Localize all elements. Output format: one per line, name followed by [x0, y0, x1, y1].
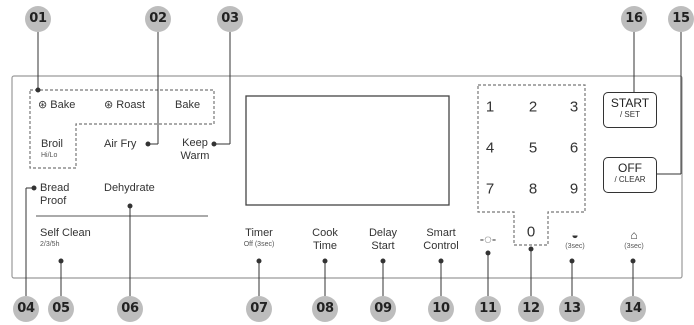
- wifi-icon: ◒: [571, 228, 579, 242]
- air-fry-key[interactable]: Air Fry: [104, 138, 137, 150]
- keep-warm-line2: Warm: [180, 150, 210, 162]
- cook-time-key[interactable]: Cook Time: [312, 227, 338, 253]
- keypad-group-outline: [477, 84, 586, 246]
- callout-05: 05: [48, 296, 74, 322]
- smart-control-line1: Smart: [426, 227, 456, 239]
- self-clean-key[interactable]: Self Clean 2/3/5h: [40, 227, 91, 249]
- smart-control-key[interactable]: Smart Control: [423, 227, 458, 253]
- keypad-1[interactable]: 1: [485, 98, 495, 116]
- clear-label: / CLEAR: [614, 175, 646, 184]
- delay-start-key[interactable]: Delay Start: [369, 227, 397, 253]
- conv-roast-label: Roast: [116, 99, 146, 111]
- smart-control-line2: Control: [423, 240, 459, 252]
- broil-key[interactable]: Broil Hi/Lo: [41, 138, 63, 160]
- off-label: OFF: [618, 161, 642, 175]
- set-label: / SET: [619, 110, 640, 119]
- cook-time-line1: Cook: [312, 227, 338, 239]
- callout-12: 12: [518, 296, 544, 322]
- lock-key[interactable]: ⌂ (3sec): [624, 229, 643, 251]
- keypad-7[interactable]: 7: [485, 180, 495, 198]
- bread-proof-line2: Proof: [40, 195, 67, 207]
- keypad-4[interactable]: 4: [485, 139, 495, 157]
- timer-label: Timer: [245, 227, 273, 239]
- lock-sub: (3sec): [624, 243, 644, 250]
- display-window: [245, 95, 450, 206]
- conv-roast-key[interactable]: ⊛ Roast: [104, 99, 145, 112]
- callout-10: 10: [428, 296, 454, 322]
- keypad-6[interactable]: 6: [569, 139, 579, 157]
- dehydrate-key[interactable]: Dehydrate: [104, 182, 155, 194]
- bread-proof-key[interactable]: Bread Proof: [40, 182, 69, 208]
- wifi-key[interactable]: ◒ (3sec): [565, 229, 584, 251]
- keypad-8[interactable]: 8: [528, 180, 538, 198]
- off-clear-button[interactable]: OFF / CLEAR: [603, 157, 657, 193]
- start-label: START: [610, 96, 650, 110]
- callout-06: 06: [117, 296, 143, 322]
- callout-13: 13: [559, 296, 585, 322]
- keypad-2[interactable]: 2: [528, 98, 538, 116]
- callout-16: 16: [621, 6, 647, 32]
- mode-group-outline: [29, 89, 215, 169]
- broil-sub: Hi/Lo: [41, 152, 58, 159]
- callout-11: 11: [475, 296, 501, 322]
- keypad-0[interactable]: 0: [526, 223, 536, 241]
- timer-key[interactable]: Timer Off (3sec): [244, 227, 275, 249]
- keypad-3[interactable]: 3: [569, 98, 579, 116]
- delay-start-line1: Delay: [368, 227, 398, 239]
- cook-time-line2: Time: [312, 240, 338, 252]
- keep-warm-line1: Keep: [182, 137, 208, 149]
- callout-09: 09: [370, 296, 396, 322]
- self-clean-sub: 2/3/5h: [40, 241, 60, 248]
- keypad-5[interactable]: 5: [528, 139, 538, 157]
- broil-label: Broil: [41, 138, 64, 150]
- keep-warm-key[interactable]: Keep Warm: [181, 137, 210, 163]
- fan-icon: ⊛: [104, 99, 114, 111]
- wifi-sub: (3sec): [565, 243, 585, 250]
- keypad-9[interactable]: 9: [569, 180, 579, 198]
- callout-03: 03: [217, 6, 243, 32]
- conv-bake-label: Bake: [50, 99, 76, 111]
- timer-sub: Off (3sec): [243, 241, 275, 248]
- callout-08: 08: [312, 296, 338, 322]
- delay-start-line2: Start: [371, 240, 395, 252]
- light-icon[interactable]: -◌-: [479, 231, 497, 247]
- callout-01: 01: [25, 6, 51, 32]
- callout-15: 15: [668, 6, 694, 32]
- callout-14: 14: [620, 296, 646, 322]
- bread-proof-line1: Bread: [40, 182, 70, 194]
- conv-bake-key[interactable]: ⊛ Bake: [38, 99, 75, 112]
- callout-07: 07: [246, 296, 272, 322]
- fan-icon: ⊛: [38, 99, 48, 111]
- lock-icon: ⌂: [630, 228, 638, 242]
- start-set-button[interactable]: START / SET: [603, 92, 657, 128]
- self-clean-label: Self Clean: [40, 227, 91, 239]
- callout-02: 02: [145, 6, 171, 32]
- bake-key[interactable]: Bake: [175, 99, 201, 111]
- callout-04: 04: [13, 296, 39, 322]
